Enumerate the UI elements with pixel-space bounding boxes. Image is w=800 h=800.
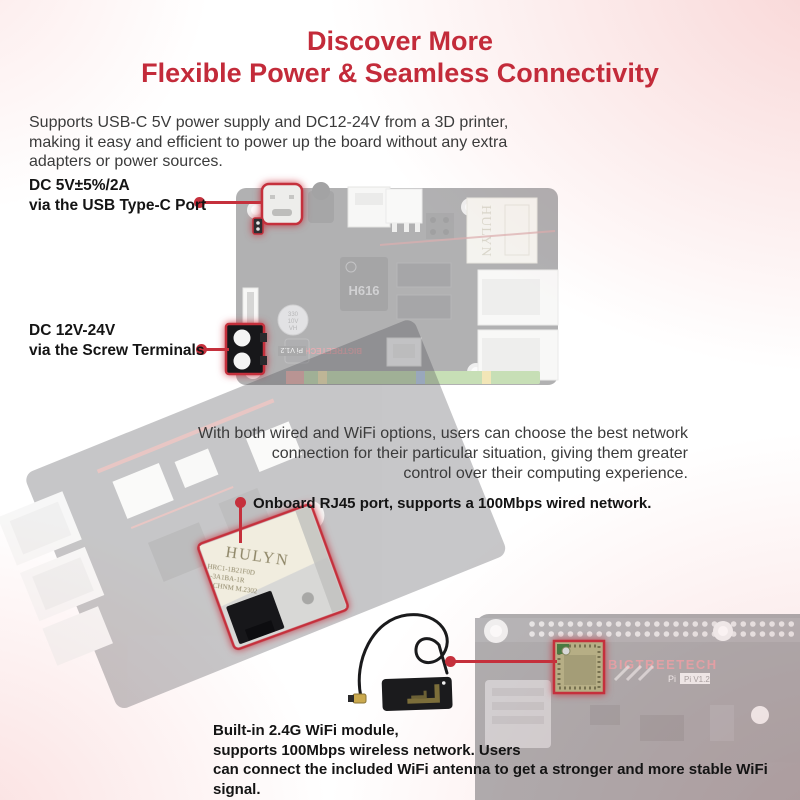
antenna-cable bbox=[348, 613, 449, 704]
callout-line-rj45 bbox=[239, 507, 242, 543]
ram-chip-1 bbox=[396, 262, 452, 288]
callout-usb-c-line2: via the USB Type-C Port bbox=[29, 196, 207, 214]
text-line: Supports USB-C 5V power supply and DC12-… bbox=[29, 114, 509, 131]
capacitor: 330 10V VH bbox=[277, 304, 309, 336]
wifi-antenna-image bbox=[348, 613, 453, 712]
gpio-strip bbox=[286, 371, 540, 384]
silkscreen-model: Pi Pi V1.2 bbox=[668, 673, 710, 684]
main-board-image: HULYN H616 330 10V VH bbox=[224, 182, 559, 385]
rj45-board-image: HULYN HRC1-1B21F0D -3A1BA-1R CHNM M.2302 bbox=[0, 320, 506, 709]
page-title: Discover More Flexible Power & Seamless … bbox=[0, 26, 800, 90]
text-line: making it easy and efficient to power up… bbox=[29, 133, 508, 151]
text-line: adapters or power sources. bbox=[29, 153, 223, 170]
callout-usb-c: DC 5V±5%/2A via the USB Type-C Port bbox=[29, 176, 206, 215]
text-line: With both wired and WiFi options, users … bbox=[197, 425, 688, 442]
callout-dot-rj45 bbox=[235, 497, 246, 508]
svg-text:BIGTREETECH: BIGTREETECH bbox=[304, 346, 362, 355]
text-line: can connect the included WiFi antenna to… bbox=[213, 761, 768, 798]
callout-dot-usb-c bbox=[194, 197, 205, 208]
svg-text:150: 150 bbox=[291, 349, 303, 356]
pin-header-block bbox=[426, 213, 454, 239]
usb-c-port-highlight bbox=[252, 182, 304, 235]
callout-line-dc bbox=[206, 348, 229, 351]
soc-chip: H616 bbox=[340, 257, 388, 311]
callout-dc-terminals: DC 12V-24V via the Screw Terminals bbox=[29, 321, 204, 360]
callout-dot-dc bbox=[196, 344, 207, 355]
callout-dc-line1: DC 12V-24V bbox=[29, 322, 116, 339]
title-line-2: Flexible Power & Seamless Connectivity bbox=[141, 58, 659, 88]
title-line-1: Discover More bbox=[306, 26, 494, 56]
faded-board-body: HULYN H616 330 10V VH bbox=[236, 182, 559, 385]
callout-line-usb-c bbox=[204, 201, 263, 204]
ram-chip-2 bbox=[396, 294, 452, 320]
svg-text:VH: VH bbox=[289, 326, 297, 332]
silkscreen-brand: BIGTREETECH bbox=[608, 657, 718, 672]
callout-dc-line2: via the Screw Terminals bbox=[29, 341, 205, 359]
ethernet-jack-top-board: HULYN bbox=[466, 197, 538, 264]
headphone-jack bbox=[308, 191, 334, 223]
text-line: connection for their particular situatio… bbox=[271, 445, 688, 462]
network-intro-paragraph: With both wired and WiFi options, users … bbox=[198, 424, 688, 484]
callout-usb-c-line1: DC 5V±5%/2A bbox=[29, 177, 130, 194]
text-line: supports 100Mbps wireless network. Users bbox=[213, 741, 521, 759]
jst-connector bbox=[385, 188, 423, 224]
svg-text:10V: 10V bbox=[288, 319, 299, 325]
sd-card-slot bbox=[485, 680, 551, 748]
svg-text:330: 330 bbox=[288, 312, 299, 318]
screw-terminal-highlight bbox=[224, 322, 267, 376]
silkscreen-logo: BIGTREETECH Pi V1.2 bbox=[278, 346, 362, 356]
power-intro-paragraph: Supports USB-C 5V power supply and DC12-… bbox=[29, 113, 508, 172]
usb-a-port bbox=[347, 186, 391, 228]
rj45-jack-highlight: HULYN HRC1-1B21F0D -3A1BA-1R CHNM M.2302 bbox=[197, 503, 349, 651]
jst-connector-bottom bbox=[386, 337, 422, 367]
svg-text:Pi V1.2: Pi V1.2 bbox=[684, 675, 710, 684]
antenna-body bbox=[381, 676, 453, 712]
wifi-module-highlight bbox=[552, 639, 606, 695]
svg-text:Pi: Pi bbox=[668, 674, 676, 684]
callout-dot-wifi bbox=[445, 656, 456, 667]
svg-text:HULYN: HULYN bbox=[478, 205, 493, 258]
callout-line-wifi bbox=[455, 660, 557, 663]
usb-stack-2 bbox=[477, 329, 559, 381]
text-line: Built-in 2.4G WiFi module, bbox=[213, 722, 399, 739]
callout-rj45: Onboard RJ45 port, supports a 100Mbps wi… bbox=[253, 495, 652, 512]
wifi-note-paragraph: Built-in 2.4G WiFi module, supports 100M… bbox=[213, 721, 800, 799]
usb-stack-1 bbox=[477, 269, 559, 326]
text-line: control over their computing experience. bbox=[403, 465, 688, 482]
svg-text:Pi V1.2: Pi V1.2 bbox=[280, 346, 303, 353]
svg-text:H616: H616 bbox=[348, 283, 379, 298]
inductor: 150 bbox=[284, 338, 310, 364]
